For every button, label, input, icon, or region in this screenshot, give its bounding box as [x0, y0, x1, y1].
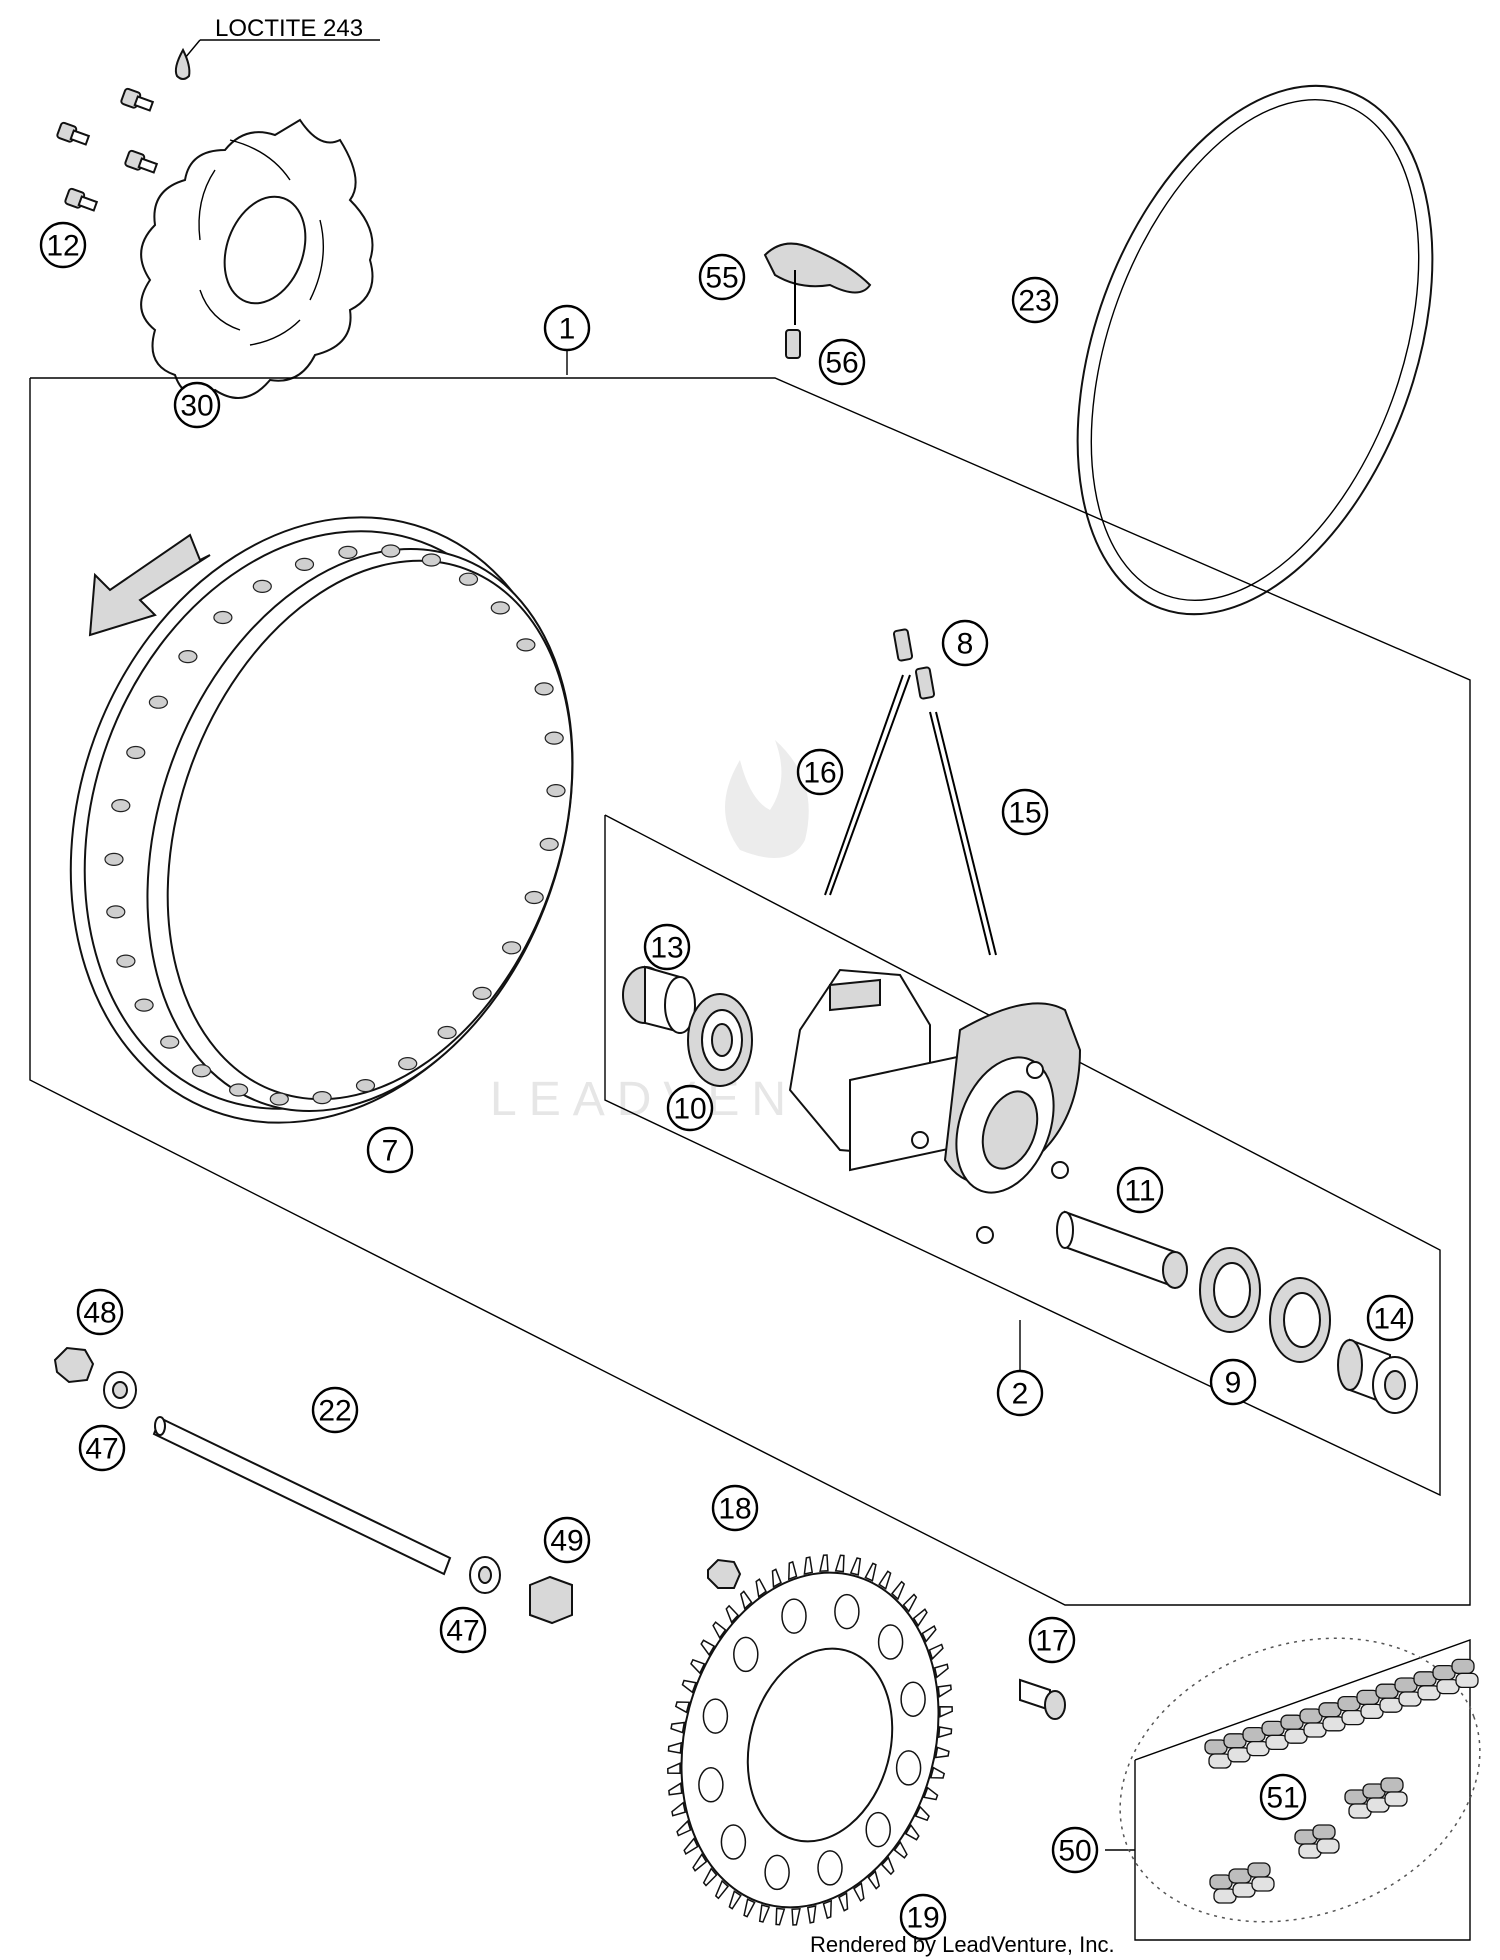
loctite-label: LOCTITE 243 [215, 15, 363, 42]
axle-nut-48 [53, 1346, 95, 1384]
callout-label: 55 [705, 262, 738, 295]
rear-sprocket [667, 1554, 953, 1926]
brake-disc [140, 118, 374, 399]
rim [69, 516, 574, 1124]
rim-strap [1076, 84, 1434, 616]
callout-label: 48 [83, 1297, 116, 1330]
rim-lock [763, 242, 872, 359]
callout-label: 19 [906, 1902, 939, 1935]
callout-c16: 16 [796, 748, 844, 796]
callout-c13: 13 [643, 923, 691, 971]
valve-nut [785, 329, 801, 359]
callout-c47a: 47 [78, 1424, 126, 1472]
spacer-right [1337, 1338, 1418, 1414]
spacer-left [622, 965, 696, 1034]
sprocket-bolt [1019, 1678, 1066, 1720]
spoke-holes [104, 544, 566, 1106]
callout-label: 9 [1225, 1367, 1242, 1400]
callout-label: 17 [1035, 1625, 1068, 1658]
callout-label: 15 [1008, 797, 1041, 830]
callout-c8: 8 [941, 619, 989, 667]
callout-c12: 12 [39, 221, 87, 269]
bearings-right [1199, 1247, 1331, 1363]
axle-nut-49 [529, 1575, 573, 1625]
callout-label: 22 [318, 1395, 351, 1428]
spoke-nipple [914, 666, 936, 700]
callout-label: 2 [1012, 1378, 1029, 1411]
callout-label: 1 [559, 313, 576, 346]
rotation-arrow-icon [88, 533, 211, 637]
callout-c2: 2 [996, 1369, 1044, 1417]
spoke-nipple [892, 628, 914, 662]
hub-body [788, 968, 1082, 1244]
callout-c22: 22 [311, 1386, 359, 1434]
callout-label: 11 [1124, 1175, 1155, 1208]
distance-sleeve [1056, 1210, 1188, 1289]
callout-label: 7 [382, 1135, 399, 1168]
credit-text: Rendered by LeadVenture, Inc. [810, 1932, 1115, 1957]
callout-c10: 10 [666, 1084, 714, 1132]
callout-c18: 18 [711, 1484, 759, 1532]
callout-label: 10 [673, 1093, 706, 1126]
callout-c47b: 47 [439, 1606, 487, 1654]
callout-label: 49 [550, 1525, 583, 1558]
callout-c56: 56 [818, 338, 866, 386]
callout-c55: 55 [698, 253, 746, 301]
axle-parts [53, 1346, 573, 1625]
callout-label: 13 [650, 932, 683, 965]
hub-assembly-outline [604, 814, 1441, 1497]
callout-label: 16 [803, 757, 836, 790]
callout-c49: 49 [543, 1516, 591, 1564]
callout-c50: 50 [1051, 1826, 1099, 1874]
callout-label: 50 [1058, 1835, 1091, 1868]
callout-c51: 51 [1259, 1773, 1307, 1821]
callout-label: 14 [1373, 1303, 1406, 1336]
callout-c7: 7 [366, 1126, 414, 1174]
callout-label: 47 [85, 1433, 118, 1466]
callout-label: 18 [718, 1493, 751, 1526]
callout-label: 51 [1266, 1782, 1299, 1815]
callout-label: 8 [957, 628, 974, 661]
callout-c17: 17 [1028, 1616, 1076, 1664]
callouts: 1278910111213141516171819222330474748495… [39, 221, 1414, 1941]
wheel-assembly-outline [29, 350, 1471, 1606]
callout-c30: 30 [173, 381, 221, 429]
spokes [824, 628, 997, 956]
callout-label: 56 [825, 347, 858, 380]
loctite-drop-icon [174, 47, 191, 80]
callout-label: 47 [446, 1615, 479, 1648]
callout-c14: 14 [1366, 1294, 1414, 1342]
callout-c1: 1 [543, 304, 591, 352]
callout-c48: 48 [76, 1288, 124, 1336]
bearing-left [687, 993, 753, 1087]
axle-22 [152, 1416, 452, 1576]
callout-label: 12 [46, 230, 79, 263]
sprocket-nut [707, 1558, 742, 1589]
callout-c9: 9 [1209, 1358, 1257, 1406]
callout-c23: 23 [1011, 276, 1059, 324]
disc-bolts [56, 87, 159, 212]
callout-c19: 19 [899, 1893, 947, 1941]
callout-c11: 11 [1116, 1166, 1164, 1214]
loctite-note: LOCTITE 243 [174, 15, 380, 80]
callout-label: 30 [180, 390, 213, 423]
chain-kit [1105, 1637, 1481, 1941]
callout-label: 23 [1018, 285, 1051, 318]
callout-c15: 15 [1001, 788, 1049, 836]
